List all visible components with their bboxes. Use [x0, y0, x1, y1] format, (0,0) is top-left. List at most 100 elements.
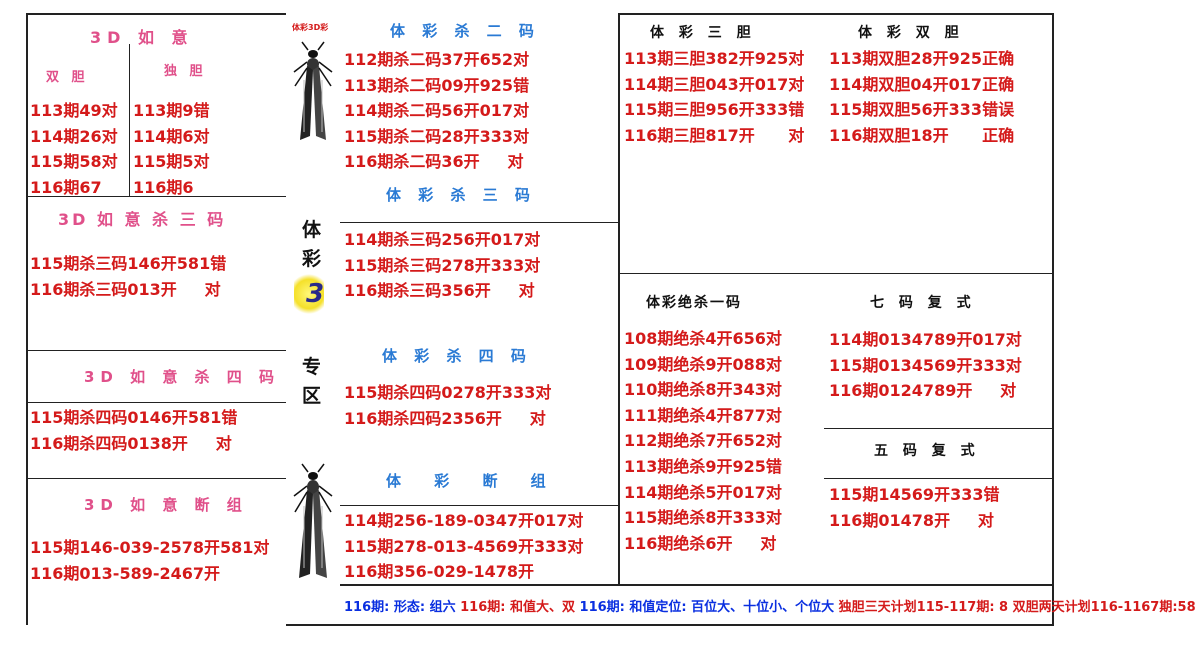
mid-duanzu-title: 体 彩 断 组 — [386, 472, 560, 490]
right-shuangdan-list: 113期双胆28开925正确 114期双胆04开017正确 115期双胆56开3… — [829, 46, 1014, 148]
list-item: 115期14569开333错 — [829, 485, 1000, 504]
list-item: 115期杀四码0278开333对 — [344, 383, 552, 402]
footer-shuangdan-plan: 双胆两天计划116-1167期:58 — [1012, 600, 1196, 615]
center-char-3: 3 — [306, 279, 325, 309]
mid-sha4-title: 体 彩 杀 四 码 — [382, 347, 532, 365]
mid-sha4-list: 115期杀四码0278开333对 116期杀四码2356开 对 — [344, 380, 551, 431]
right-h-line-1 — [618, 273, 1054, 274]
right-qima-list: 114期0134789开017对 115期0134569开333对 116期01… — [829, 327, 1022, 404]
list-item: 116期杀三码013开 对 — [30, 279, 221, 299]
list-item: 114期绝杀5开017对 — [624, 482, 782, 502]
mid-right-divider — [618, 13, 620, 585]
list-item: 114期26对 — [30, 126, 118, 146]
list-item: 115期杀三码278开333对 — [344, 255, 541, 275]
right-qima-title: 七 码 复 式 — [870, 295, 976, 311]
left-h-line-4 — [26, 478, 286, 479]
right-sandan-list: 113期三胆382开925对 114期三胆043开017对 115期三胆956开… — [624, 46, 804, 148]
center-3-badge — [294, 272, 324, 316]
left-sha4-title: 3D 如 意 杀 四 码 — [84, 368, 280, 386]
left-h-line-2 — [26, 350, 286, 351]
list-item: 116期杀三码356开 对 — [344, 281, 535, 301]
list-item: 115期杀二码28开333对 — [344, 126, 530, 146]
left-sha3-title: 3D 如 意 杀 三 码 — [58, 210, 227, 229]
list-item: 114期0134789开017对 — [829, 330, 1022, 349]
list-item: 114期6对 — [133, 126, 210, 146]
center-char-zhuan: 专 — [302, 356, 322, 378]
outer-right-border — [1052, 13, 1054, 625]
right-sandan-title: 体 彩 三 胆 — [650, 25, 756, 41]
list-item: 113期杀二码09开925错 — [344, 75, 530, 95]
list-item: 112期杀二码37开652对 — [344, 50, 530, 69]
left-title: 3D 如 意 — [90, 28, 194, 47]
left-col-divider — [129, 44, 130, 196]
list-item: 115期0134569开333对 — [829, 355, 1022, 375]
list-item: 115期杀四码0146开581错 — [30, 408, 238, 427]
list-item: 115期278-013-4569开333对 — [344, 536, 584, 556]
left-h-line-1 — [26, 196, 286, 197]
right-h-line-2 — [824, 428, 1054, 429]
list-item: 115期杀三码146开581错 — [30, 254, 227, 273]
left-h-line-3 — [26, 402, 286, 403]
list-item: 114期双胆04开017正确 — [829, 74, 1015, 94]
left-duanzu-title: 3D 如 意 断 组 — [84, 496, 248, 514]
insect-icon-top — [293, 41, 333, 140]
list-item: 116期356-029-1478开 — [344, 562, 535, 582]
right-shuangdan-title: 体 彩 双 胆 — [858, 25, 964, 41]
outer-top-border-right — [618, 13, 1054, 15]
mid-h-line-1 — [340, 222, 618, 223]
list-item: 116期绝杀6开 对 — [624, 533, 777, 553]
right-wuma-title: 五 码 复 式 — [874, 443, 980, 459]
right-h-line-3 — [824, 478, 1054, 479]
list-item: 116期三胆817开 对 — [624, 125, 805, 145]
list-item: 114期杀二码56开017对 — [344, 101, 530, 121]
footer-top-line — [340, 584, 1054, 586]
list-item: 114期三胆043开017对 — [624, 74, 805, 94]
left-sha4-list: 115期杀四码0146开581错 116期杀四码0138开 对 — [30, 405, 237, 456]
mid-sha2-title: 体 彩 杀 二 码 — [390, 22, 540, 40]
list-item: 113期三胆382开925对 — [624, 49, 805, 68]
list-item: 115期58对 — [30, 152, 118, 172]
list-item: 116期013-589-2467开 — [30, 563, 221, 583]
list-item: 109期绝杀9开088对 — [624, 354, 782, 374]
list-item: 110期绝杀8开343对 — [624, 380, 782, 400]
center-char-cai: 彩 — [302, 248, 322, 270]
mid-sha3-list: 114期杀三码256开017对 115期杀三码278开333对 116期杀三码3… — [344, 227, 540, 304]
dudan-header: 独 胆 — [164, 64, 207, 79]
insect-icon-bottom — [293, 463, 333, 578]
list-item: 113期9错 — [133, 101, 210, 120]
list-item: 113期绝杀9开925错 — [624, 456, 782, 476]
right-wuma-list: 115期14569开333错 116期01478开 对 — [829, 482, 999, 533]
footer-xingtai: 116期: 形态: 组六 — [344, 600, 456, 615]
left-shuangdan-list: 113期49对 114期26对 115期58对 116期67 — [30, 98, 118, 200]
list-item: 116期67 — [30, 177, 102, 197]
outer-left-border — [26, 13, 28, 625]
center-label-top: 体彩3D彩 — [292, 23, 329, 32]
footer-bottom-line — [286, 624, 1054, 626]
list-item: 116期0124789开 对 — [829, 381, 1017, 401]
list-item: 115期5对 — [133, 152, 210, 172]
list-item: 116期双胆18开 正确 — [829, 125, 1015, 145]
list-item: 116期01478开 对 — [829, 510, 994, 530]
list-item: 114期杀三码256开017对 — [344, 230, 541, 249]
list-item: 113期双胆28开925正确 — [829, 49, 1015, 68]
footer-bar: 116期: 形态: 组六 116期: 和值大、双 116期: 和值定位: 百位大… — [344, 596, 1196, 615]
mid-sha3-title: 体 彩 杀 三 码 — [386, 186, 536, 204]
mid-h-line-2 — [340, 505, 618, 506]
list-item: 113期49对 — [30, 101, 118, 120]
list-item: 115期146-039-2578开581对 — [30, 538, 270, 557]
list-item: 116期杀四码0138开 对 — [30, 433, 232, 453]
list-item: 115期绝杀8开333对 — [624, 508, 782, 528]
left-sha3-list: 115期杀三码146开581错 116期杀三码013开 对 — [30, 251, 226, 302]
right-jueshayima-list: 108期绝杀4开656对 109期绝杀9开088对 110期绝杀8开343对 1… — [624, 326, 782, 556]
left-duanzu-list: 115期146-039-2578开581对 116期013-589-2467开 — [30, 535, 269, 586]
right-jueshayima-title: 体彩绝杀一码 — [646, 295, 742, 311]
list-item: 115期双胆56开333错误 — [829, 100, 1015, 120]
list-item: 111期绝杀4开877对 — [624, 405, 782, 425]
shuangdan-header: 双 胆 — [46, 70, 89, 85]
list-item: 114期256-189-0347开017对 — [344, 511, 584, 530]
list-item: 116期杀二码36开 对 — [344, 152, 524, 172]
footer-hezhi: 116期: 和值大、双 — [460, 600, 575, 615]
left-dudan-list: 113期9错 114期6对 115期5对 116期6 — [133, 98, 210, 200]
footer-dudan-plan: 独胆三天计划115-117期: 8 — [838, 600, 1009, 615]
list-item: 116期杀四码2356开 对 — [344, 408, 546, 428]
